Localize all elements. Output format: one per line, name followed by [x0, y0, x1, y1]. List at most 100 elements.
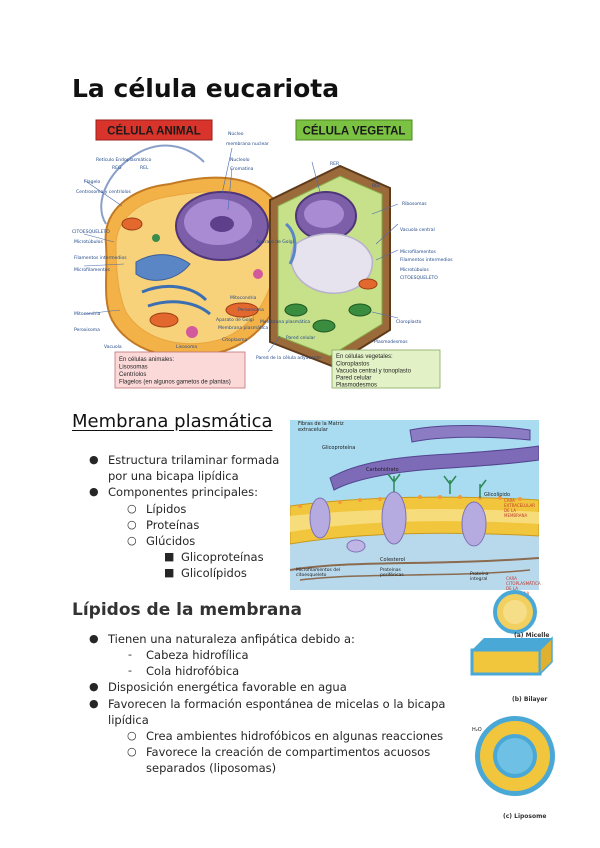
cell-label: Núcleo — [228, 132, 244, 137]
bullet-text: Proteínas — [146, 518, 200, 532]
bullet-marker: - — [128, 648, 132, 661]
cell-label: Pared celular — [286, 336, 316, 341]
cell-label: REL — [372, 184, 381, 189]
animal-box-item: Centríolos — [119, 372, 146, 378]
cell-label: REL — [140, 166, 149, 171]
cell-label: Membrana plasmática — [260, 320, 311, 325]
membrane-label: CARA EXTRACELULAR DE LA MEMBRANA — [504, 498, 536, 518]
membrane-label: Glicoproteína — [322, 445, 356, 451]
plant-header-label: CÉLULA VEGETAL — [303, 125, 406, 138]
cell-label: Centrosoma y centríolos — [76, 190, 131, 195]
bullet-text: Favorece la creación de compartimentos a… — [146, 745, 431, 759]
plant-cell-illustration — [269, 164, 391, 368]
figure-caption: (a) Micelle — [514, 632, 550, 639]
plasma-membrane-figure — [290, 420, 539, 590]
membrane-label: Proteínas periféricas — [380, 568, 404, 578]
cell-label: Peroxisoma — [74, 328, 100, 333]
cell-label: Retículo Endoplasmático — [96, 158, 152, 163]
bullet-marker: ○ — [127, 534, 137, 547]
bullet-text: Glúcidos — [146, 534, 196, 548]
cell-label: Filamentos intermedios — [74, 256, 127, 261]
cell-label: Microfilamentos — [400, 250, 436, 255]
bullet-marker: ● — [89, 697, 99, 710]
cell-label: Microtúbulos — [400, 268, 429, 273]
bullet-text: Componentes principales: — [108, 485, 258, 499]
cell-label: Mitocondria — [230, 296, 257, 301]
animal-info-box — [114, 351, 246, 389]
cell-label: CITOESQUELETO — [72, 230, 110, 235]
cell-label: Pared de la célula adyacente — [256, 356, 322, 361]
bullet-marker: - — [128, 664, 132, 677]
animal-box-item: Flagelos (en algunos gametos de plantas) — [119, 380, 231, 386]
figure-caption: (c) Liposome — [503, 813, 547, 820]
bullet-marker: ● — [89, 632, 99, 645]
bullet-marker: ■ — [164, 566, 175, 579]
label-leader-lines — [83, 147, 399, 353]
bullet-text: lipídica — [108, 713, 149, 727]
bullet-text: Favorecen la formación espontánea de mic… — [108, 697, 446, 711]
plant-box-item: Plasmodesmos — [336, 383, 377, 389]
lipid-structures-figure — [470, 590, 555, 796]
membrane-label: Glicolípido — [484, 492, 511, 498]
bullet-marker: ● — [89, 680, 99, 693]
bullet-text: Crea ambientes hidrofóbicos en algunas r… — [146, 729, 444, 743]
eukaryotic-cell-figure: CÉLULA ANIMAL CÉLULA VEGETAL — [72, 114, 544, 390]
cell-label: Ribosomas — [402, 202, 427, 207]
bullet-marker: ○ — [127, 502, 137, 515]
cell-label: Vacuola central — [400, 228, 435, 233]
cell-label: Aparato de Golgi — [216, 318, 254, 323]
section-heading-lipidos: Lípidos de la membrana — [72, 600, 302, 620]
micelle-illustration — [493, 590, 537, 634]
bullet-marker: ○ — [127, 745, 137, 758]
bilayer-illustration — [470, 636, 553, 676]
bullet-text: por una bicapa lipídica — [108, 469, 239, 483]
plant-box-item: Pared celular — [336, 376, 371, 382]
cell-label: membrana nuclear — [226, 142, 269, 147]
cell-label: Microfilamentos — [74, 268, 110, 273]
animal-header-label: CÉLULA ANIMAL — [107, 125, 201, 138]
cell-label: RER — [330, 162, 340, 167]
bullet-text: Estructura trilaminar formada — [108, 453, 280, 467]
animal-box-item: Lisosomas — [119, 365, 148, 371]
cell-label: Membrana plasmática — [218, 326, 269, 331]
cell-label: Microtúbulos — [74, 240, 103, 245]
membrane-label: Colesterol — [380, 557, 406, 563]
animal-box-heading: En células animales: — [119, 357, 174, 363]
bullet-marker: ○ — [127, 518, 137, 531]
membrane-label: Microfilamentos del citoesqueleto — [296, 568, 341, 578]
bullet-text: Glicolípidos — [181, 566, 247, 580]
cell-label: Mitocondria — [74, 312, 101, 317]
bullet-text: Glicoproteínas — [181, 550, 264, 564]
liposome-water-label: H₂O — [472, 727, 482, 733]
cell-label: Lisosoma — [176, 345, 198, 350]
plant-header-bg — [295, 119, 413, 141]
cell-label: Vacuola — [104, 345, 122, 350]
animal-header-bg — [95, 119, 213, 141]
bullet-marker: ■ — [164, 550, 175, 563]
plant-box-item: Cloroplastos — [336, 362, 369, 368]
section-heading-membrana: Membrana plasmática — [72, 411, 273, 432]
bullet-marker: ● — [89, 453, 99, 466]
cell-label: Nucleolo — [230, 158, 250, 163]
membrane-label: Carbohidrato — [366, 467, 399, 473]
page-title: La célula eucariota — [72, 74, 340, 103]
bullet-text: Lípidos — [146, 502, 187, 516]
bullet-text: Cabeza hidrofílica — [146, 648, 249, 662]
plant-box-item: Vacuola central y tonoplasto — [336, 369, 412, 375]
cell-label: Citoplasma — [222, 338, 248, 343]
membrane-label: Proteína integral — [470, 572, 489, 582]
liposome-illustration — [475, 716, 555, 796]
plant-info-box — [331, 349, 441, 389]
bullet-marker: ● — [89, 485, 99, 498]
cell-label: Filamentos intermedios — [400, 258, 453, 263]
cell-label: Aparato de Golgi — [256, 240, 294, 245]
bullet-text: Disposición energética favorable en agua — [108, 680, 347, 694]
bullet-text: Cola hidrofóbica — [146, 664, 240, 678]
cell-label: Peroxisoma — [238, 308, 264, 313]
plant-box-heading: En células vegetales: — [336, 354, 393, 360]
bullet-text: separados (liposomas) — [146, 761, 277, 775]
cell-label: Plasmodesmos — [374, 340, 408, 345]
figure-caption: (b) Bilayer — [512, 696, 548, 703]
bullet-marker: ○ — [127, 729, 137, 742]
cell-label: Cromatina — [230, 167, 254, 172]
